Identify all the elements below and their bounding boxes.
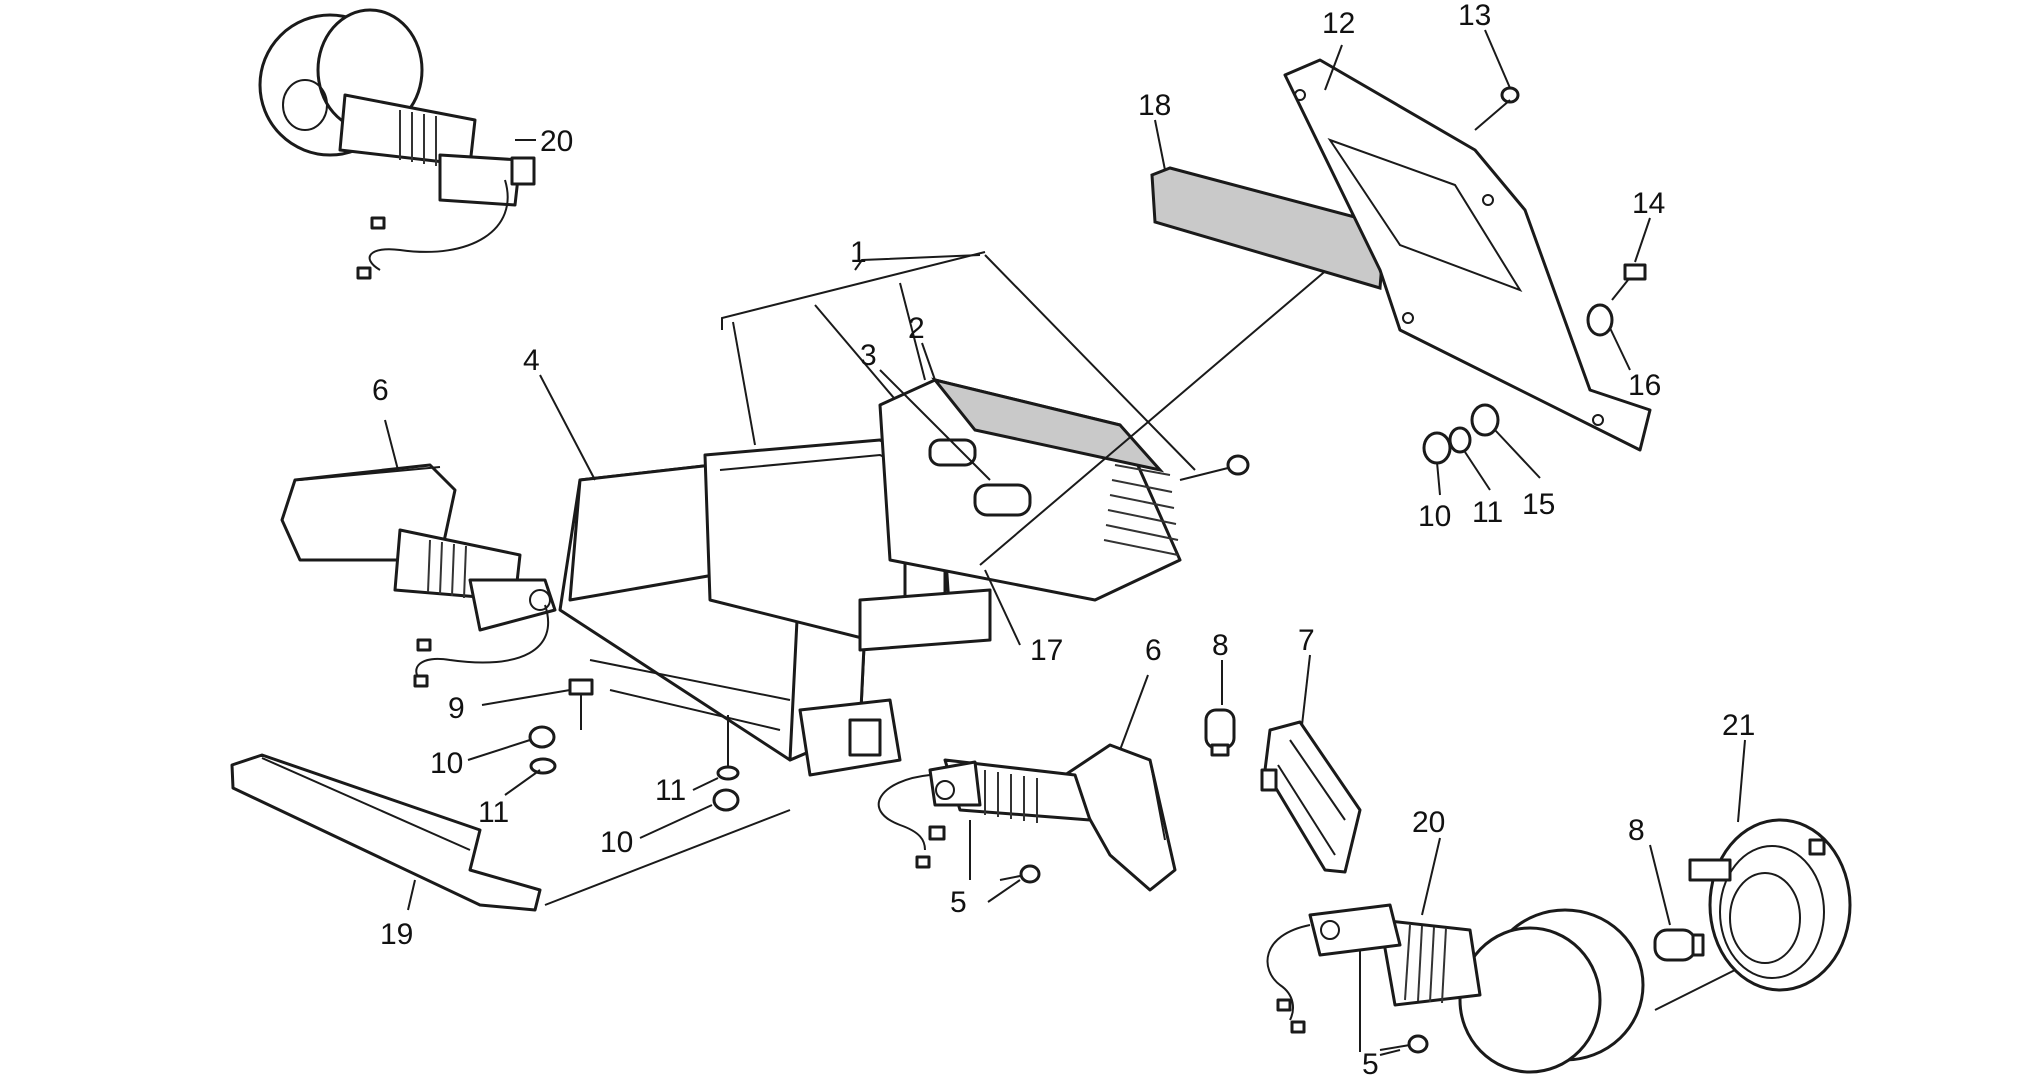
- callout-21: 21: [1722, 709, 1755, 742]
- callout-2: 2: [908, 312, 925, 345]
- callout-19: 19: [380, 918, 413, 951]
- callout-1: 1: [850, 236, 867, 269]
- bolt-14: [1611, 263, 1647, 301]
- screw-5-center: [999, 864, 1041, 884]
- turn-signal-top-left: [258, 8, 536, 280]
- washer-11-center: [716, 715, 740, 781]
- callout-11-left: 11: [478, 796, 509, 829]
- callout-11-center: 11: [655, 774, 686, 807]
- callout-7: 7: [1298, 624, 1315, 657]
- callout-20-bottom: 20: [1412, 806, 1445, 839]
- nut-10-center: [712, 788, 740, 812]
- callout-11-right: 11: [1472, 496, 1503, 529]
- washer-16: [1586, 303, 1614, 337]
- bulb-8-right: [1653, 928, 1705, 962]
- callout-20-top: 20: [540, 125, 573, 158]
- callout-10-right: 10: [1418, 500, 1451, 533]
- callout-4: 4: [523, 344, 540, 377]
- callout-10-left: 10: [430, 747, 463, 780]
- nut-10-left: [528, 725, 556, 749]
- socket-7: [1260, 720, 1362, 874]
- callout-14: 14: [1632, 187, 1665, 220]
- washer-11-left: [529, 757, 557, 775]
- callout-8-center: 8: [1212, 629, 1229, 662]
- bulb-8-center: [1204, 708, 1236, 757]
- lamp-base-21: [1688, 818, 1852, 992]
- bulb-3: [928, 438, 1032, 517]
- callout-6-center: 6: [1145, 634, 1162, 667]
- lamp-lens-2: [878, 377, 1182, 602]
- license-bracket-12: [1283, 58, 1652, 452]
- screw-5-bottom: [1379, 1034, 1429, 1054]
- callout-10-center: 10: [600, 826, 633, 859]
- nut-set-right: [1422, 403, 1500, 465]
- callout-6-left: 6: [372, 374, 389, 407]
- callout-15: 15: [1522, 488, 1555, 521]
- callout-9: 9: [448, 692, 465, 725]
- callout-12: 12: [1322, 7, 1355, 40]
- callout-16: 16: [1628, 369, 1661, 402]
- turn-signal-center: [877, 743, 1177, 892]
- callout-13: 13: [1458, 0, 1491, 32]
- callout-8-right: 8: [1628, 814, 1645, 847]
- callout-3: 3: [860, 339, 877, 372]
- callout-5-bottom: 5: [1362, 1048, 1379, 1079]
- callout-18: 18: [1138, 89, 1171, 122]
- callout-17: 17: [1030, 634, 1063, 667]
- turn-signal-left: [280, 463, 557, 688]
- bracket-plate-19: [230, 753, 542, 912]
- turn-signal-bottom-right: [1266, 903, 1645, 1074]
- fastener-9: [568, 678, 594, 730]
- screw-13: [1500, 86, 1520, 104]
- callout-5-center: 5: [950, 886, 967, 919]
